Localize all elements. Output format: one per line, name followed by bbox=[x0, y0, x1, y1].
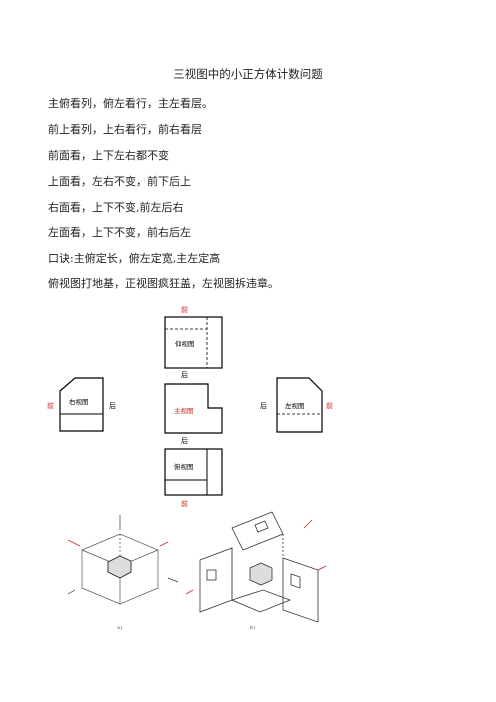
rule-line-6: 左面看，上下不变，前右后左 bbox=[48, 226, 191, 239]
caption-b: b) bbox=[250, 624, 255, 631]
label-front-bottom: 前 bbox=[181, 499, 188, 508]
front-view-label: 主视图 bbox=[174, 406, 194, 415]
left-view-label: 左视图 bbox=[285, 401, 305, 410]
caption-a: a) bbox=[117, 624, 122, 631]
rule-line-4: 上面看，左右不变，前下后上 bbox=[48, 175, 191, 188]
bottom-view-label: 仰视图 bbox=[175, 339, 195, 348]
label-back-left: 后 bbox=[109, 401, 116, 410]
label-back-right: 后 bbox=[260, 401, 267, 410]
front-view: 主视图 后 bbox=[164, 383, 223, 445]
label-back-mid: 后 bbox=[181, 436, 188, 445]
top-view-label: 俯视图 bbox=[174, 462, 194, 471]
rule-line-3: 前面看，上下左右都不变 bbox=[48, 149, 169, 162]
right-view: 前 右视图 后 bbox=[47, 377, 116, 432]
left-view: 后 左视图 前 bbox=[260, 377, 333, 433]
label-front-top: 前 bbox=[181, 305, 188, 314]
summary-line: 俯视图打地基，正视图疯狂盖，左视图拆违章。 bbox=[48, 277, 279, 290]
rule-line-5: 右面看，上下不变,前左后右 bbox=[48, 201, 184, 214]
label-front-right: 前 bbox=[326, 401, 333, 410]
mnemonic-line: 口诀:主俯定长，俯左定宽,主左定高 bbox=[48, 252, 221, 265]
top-view: 俯视图 前 bbox=[164, 448, 223, 508]
page-title: 三视图中的小正方体计数问题 bbox=[173, 67, 323, 81]
isometric-figure-a bbox=[67, 515, 179, 605]
rule-line-2: 前上看列，上右看行，前右看层 bbox=[48, 123, 202, 136]
right-view-label: 右视图 bbox=[69, 397, 89, 406]
rule-line-1: 主俯看列，俯左看行，主左看层。 bbox=[48, 97, 213, 110]
label-back-top: 后 bbox=[181, 370, 188, 379]
isometric-figure-b bbox=[185, 511, 327, 623]
label-front-left: 前 bbox=[47, 401, 54, 410]
bottom-view: 前 仰视图 后 bbox=[164, 305, 223, 379]
